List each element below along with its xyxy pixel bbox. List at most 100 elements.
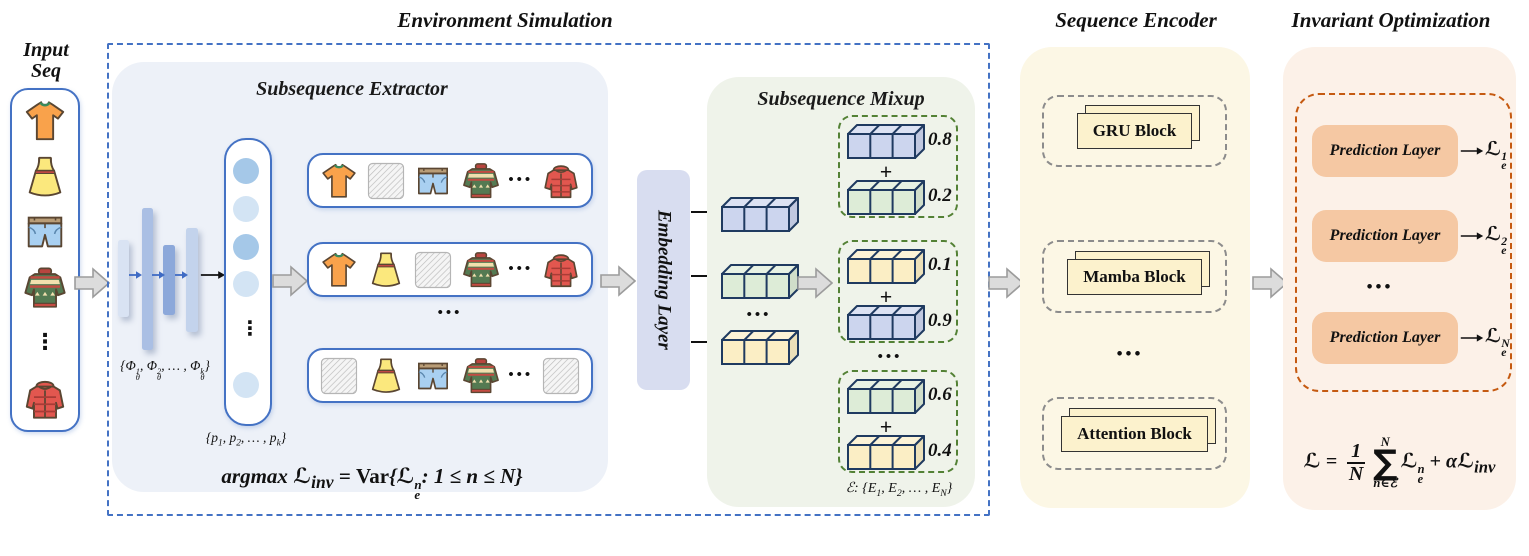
blue-arrow-icon (129, 270, 143, 280)
vertical-ellipsis: ⋮ (34, 330, 56, 356)
blue-arrow-icon (152, 270, 166, 280)
dress-icon (366, 250, 406, 290)
flow-arrow-icon (988, 266, 1024, 300)
gru-block: GRU Block (1076, 105, 1201, 149)
black-arrow-icon (1460, 332, 1484, 344)
tshirt-icon (319, 161, 359, 201)
flow-arrow-icon (74, 266, 110, 300)
horizontal-ellipsis: ••• (1116, 344, 1144, 363)
mixup-weight: 0.4 (928, 440, 952, 461)
prob-circle (232, 158, 259, 184)
prediction-layer-1: Prediction Layer (1312, 125, 1458, 177)
invariant-optimization-title: Invariant Optimization (1291, 8, 1491, 32)
masked-item-icon (319, 356, 359, 396)
embedding-cube-green (720, 262, 800, 300)
plus-sign: + (879, 414, 893, 439)
mixup-weight: 0.9 (928, 310, 952, 331)
horizontal-ellipsis: ••• (437, 305, 463, 321)
mixup-weight: 0.6 (928, 384, 952, 405)
black-arrow-icon (1460, 145, 1484, 157)
mixup-cube (846, 122, 926, 160)
flow-arrow-icon (600, 264, 636, 298)
prob-circle (232, 234, 259, 260)
prediction-layer-n: Prediction Layer (1312, 312, 1458, 364)
sweater-icon (461, 356, 501, 396)
gru-block-label: GRU Block (1076, 113, 1193, 149)
sweater-icon (461, 250, 501, 290)
mixup-cube (846, 303, 926, 341)
flow-arrow-icon (797, 266, 833, 300)
nn-layer-bar-2 (142, 208, 153, 350)
mixup-cube (846, 178, 926, 216)
flow-arrow-icon (272, 264, 308, 298)
mixup-cube (846, 377, 926, 415)
gru-block-wrapper: GRU Block (1042, 95, 1227, 167)
vertical-ellipsis: ⋮ (240, 316, 260, 340)
jacket-icon (541, 161, 581, 201)
subsequence-mixup-panel: Subsequence Mixup ••• 0.8 + 0.2 0.1 + 0.… (707, 77, 975, 507)
prob-circle (232, 271, 259, 297)
subsequence-row-3: ••• (307, 348, 593, 403)
sweater-icon (461, 161, 501, 201)
tshirt-icon (22, 98, 68, 144)
horizontal-ellipsis: ••• (508, 172, 534, 188)
prediction-layers-boundary (1295, 93, 1512, 392)
plus-sign: + (879, 159, 893, 184)
prediction-layer-2: Prediction Layer (1312, 210, 1458, 262)
horizontal-ellipsis: ••• (508, 261, 534, 277)
subsequence-row-2: ••• (307, 242, 593, 297)
nn-layer-bar-1 (118, 240, 129, 317)
jacket-icon (541, 250, 581, 290)
attention-block-wrapper: Attention Block (1042, 397, 1227, 470)
plus-sign: + (879, 284, 893, 309)
shorts-icon (413, 161, 453, 201)
subsequence-mixup-title: Subsequence Mixup (757, 88, 925, 110)
attention-block: Attention Block (1061, 407, 1216, 452)
masked-item-icon (366, 161, 406, 201)
shorts-icon (413, 356, 453, 396)
mixup-group-2: 0.1 + 0.9 (838, 240, 958, 343)
mixup-weight: 0.8 (928, 129, 952, 150)
sequence-encoder-panel: GRU Block Mamba Block ••• Attention Bloc… (1020, 47, 1250, 508)
embedding-cube-blue (720, 195, 800, 233)
subsequence-row-1: ••• (307, 153, 593, 208)
p-set-label: {p1, p2, … , pk} (205, 430, 287, 449)
horizontal-ellipsis: ••• (746, 307, 772, 323)
embedding-layer-label: Embedding Layer (653, 210, 675, 350)
black-arrow-icon (1460, 230, 1484, 242)
mixup-group-1: 0.8 + 0.2 (838, 115, 958, 218)
mamba-block-wrapper: Mamba Block (1042, 240, 1227, 313)
horizontal-ellipsis: ••• (508, 367, 534, 383)
masked-item-icon (541, 356, 581, 396)
mamba-block-label: Mamba Block (1067, 258, 1202, 295)
horizontal-ellipsis: ••• (1366, 277, 1394, 296)
nn-layer-bar-4 (186, 228, 198, 332)
input-seq-box: ⋮ (10, 88, 80, 432)
sequence-encoder-title: Sequence Encoder (1055, 8, 1217, 32)
input-seq-label: Input Seq (23, 40, 69, 82)
probability-column: ⋮ (224, 138, 272, 426)
input-seq-label-line2: Seq (31, 60, 61, 82)
environment-set-label: ℰ: {E1, E2, … , EN} (845, 481, 953, 499)
horizontal-ellipsis: ••• (877, 349, 903, 365)
mixup-weight: 0.2 (928, 185, 952, 206)
tshirt-icon (319, 250, 359, 290)
embedding-layer: Embedding Layer (637, 170, 690, 390)
blue-arrow-icon (175, 270, 189, 280)
dress-icon (22, 154, 68, 200)
mixup-group-3: 0.6 + 0.4 (838, 370, 958, 473)
subsequence-extractor-title: Subsequence Extractor (256, 78, 448, 100)
prob-circle (232, 372, 259, 398)
mixup-weight: 0.1 (928, 254, 952, 275)
sweater-icon (22, 265, 68, 311)
mixup-cube (846, 247, 926, 285)
